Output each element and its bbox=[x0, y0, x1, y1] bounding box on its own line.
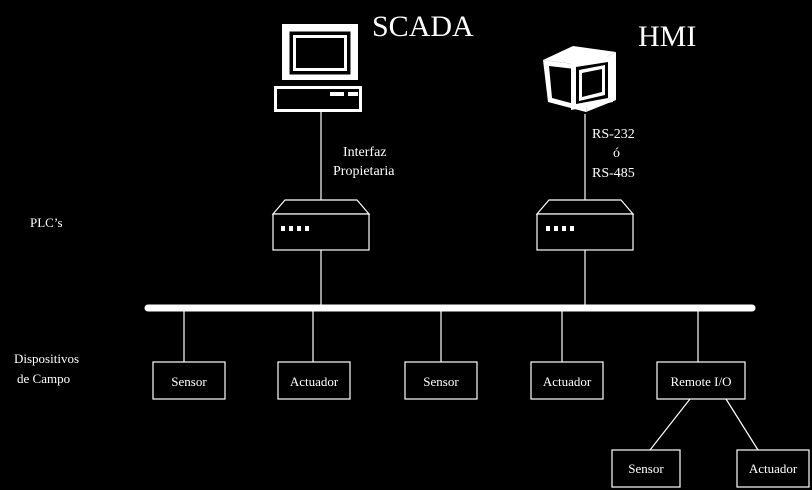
remote-branch-right bbox=[725, 398, 759, 451]
plc-unit-1 bbox=[271, 199, 371, 251]
dispositivos-label: Dispositivos bbox=[14, 351, 79, 366]
remote-device-sensor: Sensor bbox=[611, 449, 681, 488]
field-device-remote-io: Remote I/O bbox=[656, 361, 746, 400]
field-device-label: Actuador bbox=[290, 374, 339, 389]
scada-title: SCADA bbox=[372, 10, 474, 43]
scada-computer-icon bbox=[274, 24, 362, 112]
remote-branch-left bbox=[649, 398, 691, 451]
interfaz-label: Interfaz bbox=[343, 145, 387, 160]
o-label: ó bbox=[613, 146, 620, 161]
de-campo-label: de Campo bbox=[17, 371, 70, 386]
remote-device-label: Sensor bbox=[628, 461, 664, 476]
rs232-label: RS-232 bbox=[592, 127, 635, 142]
hmi-title: HMI bbox=[638, 20, 696, 53]
propietaria-label: Propietaria bbox=[333, 164, 395, 179]
remote-device-label: Actuador bbox=[749, 461, 798, 476]
field-device-actuador-2: Actuador bbox=[530, 361, 604, 400]
plcs-label: PLC’s bbox=[30, 215, 63, 230]
field-device-label: Remote I/O bbox=[670, 374, 731, 389]
hmi-monitor-icon bbox=[543, 46, 616, 112]
field-device-label: Sensor bbox=[423, 374, 459, 389]
field-device-label: Sensor bbox=[171, 374, 207, 389]
field-device-label: Actuador bbox=[543, 374, 592, 389]
field-device-actuador-1: Actuador bbox=[277, 361, 351, 400]
field-device-sensor-1: Sensor bbox=[152, 361, 226, 400]
plc-unit-2 bbox=[535, 199, 635, 251]
field-device-sensor-2: Sensor bbox=[404, 361, 478, 400]
rs485-label: RS-485 bbox=[592, 166, 635, 181]
remote-device-actuador: Actuador bbox=[736, 449, 810, 488]
